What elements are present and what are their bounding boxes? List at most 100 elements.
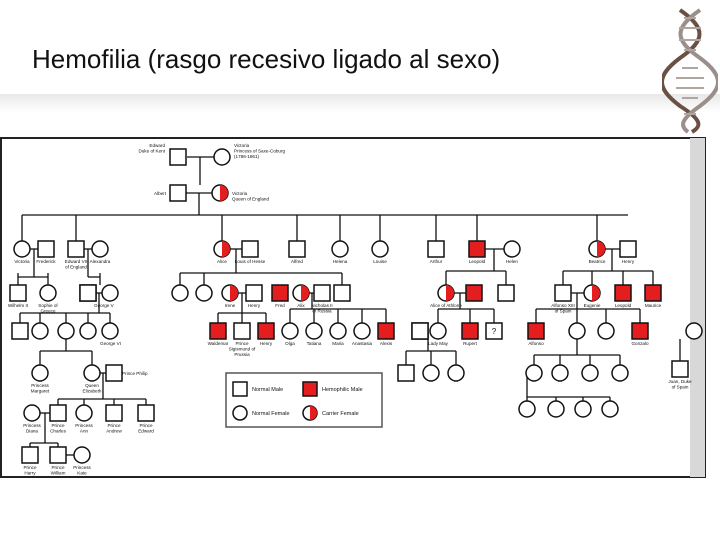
person-alfonso <box>528 323 544 339</box>
person-prince-sigismund <box>234 323 250 339</box>
person-label: Fred <box>275 303 285 308</box>
legend-label: Hemophilic Male <box>322 387 363 393</box>
person-maurice <box>645 285 661 301</box>
person-victoria-saxe <box>214 149 230 165</box>
person-frederick <box>38 241 54 257</box>
legend-label: Normal Male <box>252 387 283 393</box>
person-label: Alice <box>217 259 227 264</box>
person-hesse-son <box>334 285 350 301</box>
person-label: Victoria <box>14 259 30 264</box>
person-louis-of-hesse <box>242 241 258 257</box>
person-label: Leopold <box>469 259 486 264</box>
person-label: Anastasia <box>352 341 373 346</box>
legend-label: Carrier Female <box>322 411 359 417</box>
person-label: George V <box>94 303 115 308</box>
person-lady-may <box>430 323 446 339</box>
person-label: Alix <box>297 303 305 308</box>
person-g6-spain-2 <box>548 401 564 417</box>
person-g6-spain-4 <box>602 401 618 417</box>
person-alexandra <box>92 241 108 257</box>
person-nicholas-ii <box>314 285 330 301</box>
person-edward-viii <box>12 323 28 339</box>
person-label: Henry <box>622 259 635 264</box>
person-leopold-g3 <box>615 285 631 301</box>
person-queen-victoria <box>212 185 228 201</box>
person-label: Henry <box>260 341 273 346</box>
person-tatiana <box>306 323 322 339</box>
person-prince-harry <box>22 447 38 463</box>
person-edward <box>170 149 186 165</box>
person-olga <box>282 323 298 339</box>
person-henry-prussia <box>246 285 262 301</box>
person-label: Henry <box>248 303 261 308</box>
person-rupert <box>462 323 478 339</box>
person-label: Helena <box>333 259 348 264</box>
person-juan-duke-of-spain <box>672 361 688 377</box>
person-label: Leopold <box>615 303 632 308</box>
person-hesse-daughter-2 <box>196 285 212 301</box>
person-label: Tatiana <box>307 341 322 346</box>
person-earl-athlone <box>498 285 514 301</box>
person-abel-smith-d2 <box>448 365 464 381</box>
person-label: Alexandra <box>90 259 111 264</box>
person-queen-elizabeth <box>84 365 100 381</box>
person-alice-athlone <box>438 285 454 301</box>
person-princess-margaret <box>32 365 48 381</box>
person-edward-vii <box>68 241 84 257</box>
person-g5-spain-1 <box>526 365 542 381</box>
person-label: Eugenie <box>584 303 601 308</box>
person-label: Louis of Hesse <box>235 259 266 264</box>
person-eugenie <box>584 285 600 301</box>
person-prince-charles <box>50 405 66 421</box>
person-albert <box>170 185 186 201</box>
person-beatrice <box>589 241 605 257</box>
legend-label: Normal Female <box>252 411 290 417</box>
pedigree-scroll-edge <box>690 138 705 477</box>
slide-title: Hemofilia (rasgo recesivo ligado al sexo… <box>32 44 500 75</box>
legend-box <box>226 373 382 427</box>
person-alfred <box>289 241 305 257</box>
person-label: Alfred <box>291 259 303 264</box>
person-label: Rupert <box>463 341 478 346</box>
person-alfonso-xiii <box>555 285 571 301</box>
person-alice <box>214 241 230 257</box>
person-fred <box>272 285 288 301</box>
person-g6-spain-1 <box>519 401 535 417</box>
person-abel-smith-d1 <box>423 365 439 381</box>
person-label: Maria <box>332 341 344 346</box>
person-rupert-parent <box>466 285 482 301</box>
person-g4-f3 <box>102 323 118 339</box>
person-arthur <box>428 241 444 257</box>
person-mary <box>102 285 118 301</box>
person-label: Alice of Athlone <box>430 303 462 308</box>
person-label: Wilhelm II <box>8 303 28 308</box>
person-g4-f1 <box>58 323 74 339</box>
person-label: Louise <box>373 259 387 264</box>
person-label: Lady May <box>428 341 449 346</box>
dna-helix-icon <box>662 6 718 134</box>
person-label: Alfonso <box>528 341 544 346</box>
person-label: George VI <box>100 341 121 346</box>
person-prince-edward <box>138 405 154 421</box>
person-henry <box>620 241 636 257</box>
person-label: Irene <box>225 303 236 308</box>
person-hesse-daughter <box>172 285 188 301</box>
person-leopold <box>469 241 485 257</box>
person-wilhelm-ii <box>10 285 26 301</box>
unknown-mark: ? <box>492 327 497 336</box>
title-banner-shadow <box>0 94 720 112</box>
person-princess-diana <box>24 405 40 421</box>
person-label: Helen <box>506 259 518 264</box>
person-label: Waldemar <box>208 341 229 346</box>
person-helen <box>504 241 520 257</box>
person-g5-spain-2 <box>552 365 568 381</box>
person-irene <box>222 285 238 301</box>
person-prince-philip <box>106 365 122 381</box>
